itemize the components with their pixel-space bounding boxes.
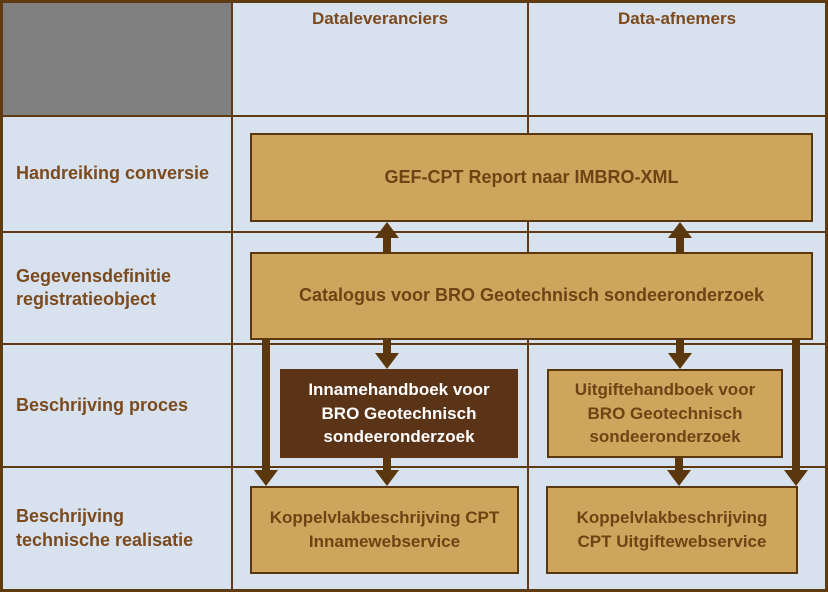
row-label-beschrijving-technische-realisatie: Beschrijving technische realisatie: [3, 468, 233, 589]
arrow-head: [667, 470, 691, 486]
arrow-shaft: [676, 238, 684, 252]
row-label-text: Beschrijving proces: [16, 394, 189, 415]
row-label-text: Handreiking conversie: [16, 163, 210, 184]
arrow-down-long-icon: [784, 340, 808, 486]
row-label-text: Gegevensdefinitie registratieobject: [16, 265, 172, 309]
box-label: Koppelvlakbeschrijving CPT Uitgiftewebse…: [576, 508, 768, 551]
box-catalogus: Catalogus voor BRO Geotechnisch sondeero…: [250, 252, 813, 340]
arrow-shaft: [792, 340, 800, 470]
arrow-up-icon: [668, 222, 692, 252]
arrow-head: [784, 470, 808, 486]
box-koppelvlak-uitgiftewebservice: Koppelvlakbeschrijving CPT Uitgiftewebse…: [546, 486, 798, 574]
arrow-head: [375, 353, 399, 369]
box-label: GEF-CPT Report naar IMBRO-XML: [384, 166, 679, 187]
box-innamehandboek: Innamehandboek voor BRO Geotechnisch son…: [280, 369, 518, 458]
arrow-head: [668, 353, 692, 369]
arrow-down-long-icon: [254, 340, 278, 486]
arrow-shaft: [383, 458, 391, 470]
arrow-shaft: [676, 340, 684, 353]
corner-cell: [3, 3, 233, 117]
arrow-down-icon: [375, 458, 399, 486]
box-label: Catalogus voor BRO Geotechnisch sondeero…: [298, 285, 765, 306]
row-label-text: Beschrijving technische realisatie: [16, 506, 194, 550]
arrow-head: [254, 470, 278, 486]
row-label-beschrijving-proces: Beschrijving proces: [3, 345, 233, 468]
box-label: Uitgiftehandboek voor BRO Geotechnisch s…: [574, 379, 756, 447]
arrow-head: [668, 222, 692, 238]
arrow-up-icon: [375, 222, 399, 252]
arrow-shaft: [262, 340, 270, 470]
arrow-shaft: [383, 340, 391, 353]
arrow-down-icon: [668, 340, 692, 369]
box-label: Koppelvlakbeschrijving CPT Innamewebserv…: [269, 508, 500, 551]
column-header-dataleveranciers: Dataleveranciers: [233, 3, 529, 117]
arrow-head: [375, 470, 399, 486]
row-label-gegevensdefinitie: Gegevensdefinitie registratieobject: [3, 233, 233, 345]
box-gef-cpt-report: GEF-CPT Report naar IMBRO-XML: [250, 133, 813, 222]
row-label-handreiking-conversie: Handreiking conversie: [3, 117, 233, 233]
arrow-shaft: [675, 458, 683, 470]
arrow-head: [375, 222, 399, 238]
box-uitgiftehandboek: Uitgiftehandboek voor BRO Geotechnisch s…: [547, 369, 783, 458]
box-label: Innamehandboek voor BRO Geotechnisch son…: [308, 379, 490, 447]
box-koppelvlak-innamewebservice: Koppelvlakbeschrijving CPT Innamewebserv…: [250, 486, 519, 574]
arrow-down-icon: [667, 458, 691, 486]
arrow-down-icon: [375, 340, 399, 369]
column-header-label: Data-afnemers: [617, 9, 737, 28]
arrow-shaft: [383, 238, 391, 252]
column-header-label: Dataleveranciers: [311, 9, 449, 28]
column-header-data-afnemers: Data-afnemers: [529, 3, 825, 117]
